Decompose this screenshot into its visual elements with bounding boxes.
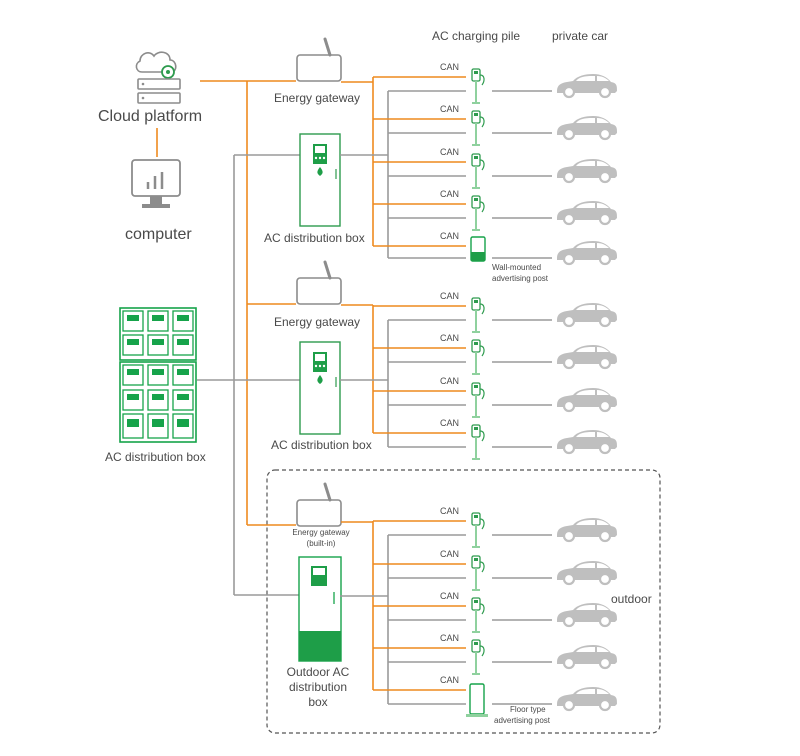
outdoor-box-label-line3: box — [308, 695, 328, 709]
outdoor-box-label-line2: distribution — [288, 680, 348, 694]
group2-charging-pile-4-icon — [471, 424, 486, 461]
group3-charging-pile-3-icon — [471, 597, 486, 634]
main-distribution-box-label: AC distribution box — [105, 450, 206, 464]
group3-can-label-3: CAN — [440, 591, 460, 601]
group2-car-3-icon — [555, 386, 619, 413]
group3-charging-pile-1-icon — [471, 512, 486, 549]
group3-charging-pile-4-icon — [471, 639, 486, 676]
cloud-platform-icon — [135, 51, 181, 104]
energy-gateway-3-icon — [295, 482, 343, 528]
energy-gateway-3-label-line2: (built-in) — [306, 539, 336, 548]
energy-gateway-2-label: Energy gateway — [274, 315, 361, 329]
outdoor-distribution-box-icon — [298, 556, 342, 662]
group3-car-5-icon — [555, 685, 619, 712]
floor-post-label-line1: Floor type — [510, 705, 546, 714]
group3-car-3-icon — [555, 601, 619, 628]
private-car-label: private car — [552, 29, 609, 43]
outdoor-box-label-line1: Outdoor AC — [286, 665, 350, 679]
wall-post-label-line2: advertising post — [492, 274, 549, 283]
outdoor-label: outdoor — [611, 592, 652, 606]
group2-can-label-2: CAN — [440, 333, 460, 343]
group3-charging-pile-2-icon — [471, 555, 486, 592]
computer-icon — [131, 159, 181, 208]
group3-car-1-icon — [555, 516, 619, 543]
distribution-box-1-icon — [299, 133, 341, 227]
energy-gateway-3-label-line1: Energy gateway — [292, 528, 350, 537]
wall-post-label-line1: Wall-mounted — [492, 263, 542, 272]
distribution-box-2-label: AC distribution box — [271, 438, 372, 452]
group2-can-label-3: CAN — [440, 376, 460, 386]
group3-can-label-1: CAN — [440, 506, 460, 516]
group1-advertising-post-icon — [470, 236, 486, 262]
group3-can-label-5: CAN — [440, 675, 460, 685]
distribution-box-1-label: AC distribution box — [264, 231, 365, 245]
group3-can-label-2: CAN — [440, 549, 460, 559]
group1-charging-pile-1-icon — [471, 68, 486, 105]
outdoor-region-border — [266, 469, 661, 734]
computer-label: computer — [125, 226, 192, 243]
group2-charging-pile-2-icon — [471, 339, 486, 376]
group2-charging-pile-1-icon — [471, 297, 486, 334]
group1-can-label-5: CAN — [440, 231, 460, 241]
group1-charging-pile-2-icon — [471, 110, 486, 147]
group2-car-2-icon — [555, 343, 619, 370]
group3-can-label-4: CAN — [440, 633, 460, 643]
group1-car-3-icon — [555, 157, 619, 184]
floor-post-label-line2: advertising post — [494, 716, 551, 725]
group2-car-4-icon — [555, 428, 619, 455]
ac-charging-pile-label: AC charging pile — [432, 29, 521, 43]
energy-gateway-1-label: Energy gateway — [274, 91, 361, 105]
energy-gateway-1-icon — [295, 37, 343, 83]
group1-can-label-4: CAN — [440, 189, 460, 199]
group3-advertising-post-icon — [466, 683, 488, 717]
group2-charging-pile-3-icon — [471, 382, 486, 419]
group2-car-1-icon — [555, 301, 619, 328]
group1-car-5-icon — [555, 239, 619, 266]
group3-car-2-icon — [555, 559, 619, 586]
group1-can-label-2: CAN — [440, 104, 460, 114]
group1-charging-pile-4-icon — [471, 195, 486, 232]
group2-can-label-4: CAN — [440, 418, 460, 428]
distribution-box-2-icon — [299, 341, 341, 435]
group1-can-label-1: CAN — [440, 62, 460, 72]
group1-car-1-icon — [555, 72, 619, 99]
group2-can-label-1: CAN — [440, 291, 460, 301]
group1-car-2-icon — [555, 114, 619, 141]
cloud-platform-label: Cloud platform — [98, 108, 203, 125]
main-distribution-box-icon — [119, 307, 197, 443]
group1-can-label-3: CAN — [440, 147, 460, 157]
group1-car-4-icon — [555, 199, 619, 226]
energy-gateway-2-icon — [295, 260, 343, 306]
group1-charging-pile-3-icon — [471, 153, 486, 190]
group3-car-4-icon — [555, 643, 619, 670]
